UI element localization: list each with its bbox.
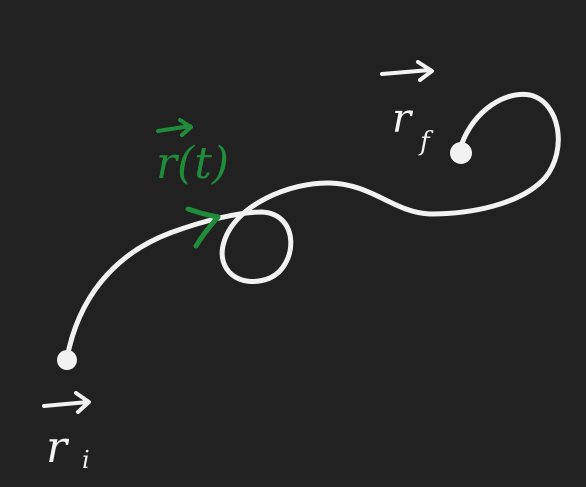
vector-arrow-icon	[380, 60, 434, 82]
initial-position-symbol: r	[46, 422, 70, 473]
initial-position-subscript: i	[82, 446, 90, 474]
vector-arrow-icon	[156, 118, 193, 137]
tangent-arrow	[185, 206, 221, 249]
vector-arrow-icon	[42, 391, 91, 414]
final-position-label: r f	[380, 60, 434, 157]
trajectory-function: r(t)	[156, 138, 229, 189]
final-position-symbol: r	[392, 96, 414, 142]
initial-position-label: r i	[42, 391, 91, 474]
final-position-subscript: f	[418, 127, 434, 157]
trajectory-label: r(t)	[156, 118, 229, 189]
trajectory-path	[64, 91, 561, 361]
final-point	[450, 142, 472, 164]
initial-point	[57, 350, 77, 370]
